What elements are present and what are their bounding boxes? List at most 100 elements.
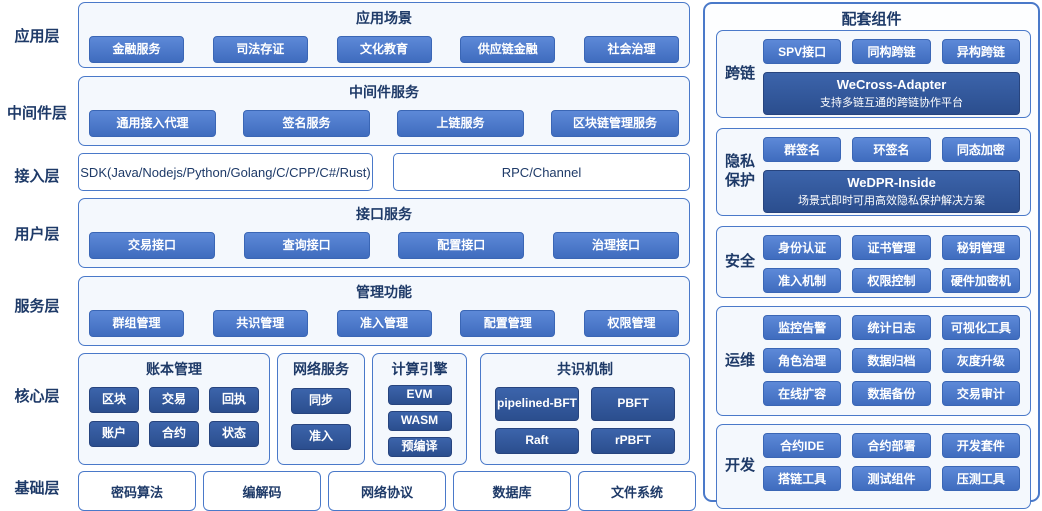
section-row: SPV接口 同构跨链 异构跨链 bbox=[763, 39, 1020, 64]
interface-services-panel: 接口服务 交易接口 查询接口 配置接口 治理接口 bbox=[78, 198, 690, 268]
section-privacy-content: 群签名 环签名 同态加密 WeDPR-Inside 场景式即时可用高效隐私保护解… bbox=[763, 129, 1030, 215]
section-row: 搭链工具 测试组件 压测工具 bbox=[763, 466, 1020, 491]
chip-security: 证书管理 bbox=[852, 235, 931, 260]
chip-ledger: 回执 bbox=[209, 387, 259, 413]
chip-middleware: 签名服务 bbox=[243, 110, 370, 137]
section-row: 合约IDE 合约部署 开发套件 bbox=[763, 433, 1020, 458]
chip-interface: 查询接口 bbox=[243, 232, 370, 259]
chip-operations: 灰度升级 bbox=[941, 348, 1020, 373]
chip-operations: 数据备份 bbox=[852, 381, 931, 406]
chip-development: 开发套件 bbox=[941, 433, 1020, 458]
section-development-label: 开发 bbox=[717, 425, 763, 508]
chip-management: 群组管理 bbox=[89, 310, 184, 337]
section-label-text: 跨链 bbox=[724, 64, 755, 82]
chip-crosschain: 异构跨链 bbox=[941, 39, 1020, 64]
management-row: 群组管理 共识管理 准入管理 配置管理 权限管理 bbox=[79, 310, 689, 337]
middleware-row: 通用接入代理 签名服务 上链服务 区块链管理服务 bbox=[79, 110, 689, 137]
chip-app-scenario: 供应链金融 bbox=[460, 36, 556, 63]
chip-engine: EVM bbox=[387, 385, 452, 405]
wedpr-inside-banner: WeDPR-Inside 场景式即时可用高效隐私保护解决方案 bbox=[763, 170, 1020, 213]
chip-security: 准入机制 bbox=[763, 268, 842, 293]
section-operations-label: 运维 bbox=[717, 307, 763, 415]
companion-panel: 配套组件 跨链 SPV接口 同构跨链 异构跨链 WeCross-Adapter … bbox=[703, 2, 1040, 509]
chip-crosschain: SPV接口 bbox=[763, 39, 842, 64]
app-scenarios-panel: 应用场景 金融服务 司法存证 文化教育 供应链金融 社会治理 bbox=[78, 2, 690, 68]
chip-privacy: 环签名 bbox=[852, 137, 931, 162]
chip-engine: WASM bbox=[387, 411, 452, 431]
section-crosschain-content: SPV接口 同构跨链 异构跨链 WeCross-Adapter 支持多链互通的跨… bbox=[763, 31, 1030, 117]
middleware-title: 中间件服务 bbox=[349, 84, 419, 100]
chip-development: 搭链工具 bbox=[763, 466, 842, 491]
section-row: 群签名 环签名 同态加密 bbox=[763, 137, 1020, 162]
chip-development: 测试组件 bbox=[852, 466, 931, 491]
foundation-box-filesystem: 文件系统 bbox=[578, 471, 696, 511]
chip-operations: 监控告警 bbox=[763, 315, 842, 340]
foundation-box-database: 数据库 bbox=[453, 471, 571, 511]
chip-app-scenario: 文化教育 bbox=[336, 36, 432, 63]
section-crosschain-label: 跨链 bbox=[717, 31, 763, 117]
chip-management: 配置管理 bbox=[460, 310, 556, 337]
chip-operations: 角色治理 bbox=[763, 348, 842, 373]
ledger-title: 账本管理 bbox=[146, 361, 202, 377]
section-development: 开发 合约IDE 合约部署 开发套件 搭链工具 测试组件 压测工具 bbox=[716, 424, 1031, 509]
compute-engine-panel: 计算引擎 EVM WASM 预编译 bbox=[372, 353, 467, 465]
banner-subtitle: 支持多链互通的跨链协作平台 bbox=[820, 97, 963, 109]
chip-operations: 统计日志 bbox=[852, 315, 931, 340]
section-row: 在线扩容 数据备份 交易审计 bbox=[763, 381, 1020, 406]
management-title: 管理功能 bbox=[356, 284, 412, 300]
banner-title: WeDPR-Inside bbox=[847, 175, 936, 190]
section-crosschain: 跨链 SPV接口 同构跨链 异构跨链 WeCross-Adapter 支持多链互… bbox=[716, 30, 1031, 118]
consensus-row: pipelined-BFT PBFT bbox=[481, 387, 689, 421]
chip-app-scenario: 金融服务 bbox=[89, 36, 184, 63]
chip-consensus: rPBFT bbox=[591, 428, 675, 454]
chip-app-scenario: 司法存证 bbox=[212, 36, 308, 63]
ledger-row: 账户 合约 状态 bbox=[79, 421, 269, 447]
consensus-row: Raft rPBFT bbox=[481, 428, 689, 454]
consensus-panel: 共识机制 pipelined-BFT PBFT Raft rPBFT bbox=[480, 353, 690, 465]
layer-label-middleware: 中间件层 bbox=[6, 105, 67, 122]
chip-development: 合约部署 bbox=[852, 433, 931, 458]
chip-security: 硬件加密机 bbox=[941, 268, 1020, 293]
section-operations-content: 监控告警 统计日志 可视化工具 角色治理 数据归档 灰度升级 在线扩容 数据备份… bbox=[763, 307, 1030, 415]
chip-middleware: 区块链管理服务 bbox=[551, 110, 679, 137]
foundation-box-codec: 编解码 bbox=[203, 471, 321, 511]
chip-middleware: 上链服务 bbox=[397, 110, 524, 137]
foundation-box-protocol: 网络协议 bbox=[328, 471, 446, 511]
banner-title: WeCross-Adapter bbox=[836, 77, 947, 92]
layer-label-user: 用户层 bbox=[14, 226, 60, 243]
chip-ledger: 交易 bbox=[149, 387, 199, 413]
chip-privacy: 同态加密 bbox=[941, 137, 1020, 162]
chip-management: 共识管理 bbox=[212, 310, 308, 337]
chip-interface: 配置接口 bbox=[398, 232, 525, 259]
chip-operations: 交易审计 bbox=[941, 381, 1020, 406]
chip-middleware: 通用接入代理 bbox=[89, 110, 216, 137]
wecross-adapter-banner: WeCross-Adapter 支持多链互通的跨链协作平台 bbox=[763, 72, 1020, 115]
network-service-title: 网络服务 bbox=[293, 361, 349, 377]
chip-network: 同步 bbox=[291, 388, 351, 414]
middleware-panel: 中间件服务 通用接入代理 签名服务 上链服务 区块链管理服务 bbox=[78, 76, 690, 146]
chip-management: 权限管理 bbox=[584, 310, 679, 337]
chip-consensus: PBFT bbox=[591, 387, 675, 421]
section-security-content: 身份认证 证书管理 秘钥管理 准入机制 权限控制 硬件加密机 bbox=[763, 227, 1030, 297]
section-row: 身份认证 证书管理 秘钥管理 bbox=[763, 235, 1020, 260]
chip-development: 合约IDE bbox=[763, 433, 842, 458]
chip-interface: 治理接口 bbox=[552, 232, 679, 259]
chip-security: 身份认证 bbox=[763, 235, 842, 260]
section-security-label: 安全 bbox=[717, 227, 763, 297]
chip-consensus: pipelined-BFT bbox=[495, 387, 579, 421]
sdk-box: SDK(Java/Nodejs/Python/Golang/C/CPP/C#/R… bbox=[78, 153, 373, 191]
layer-label-foundation: 基础层 bbox=[14, 480, 60, 497]
section-label-text: 安全 bbox=[724, 252, 755, 270]
section-row: 准入机制 权限控制 硬件加密机 bbox=[763, 268, 1020, 293]
app-scenarios-row: 金融服务 司法存证 文化教育 供应链金融 社会治理 bbox=[79, 36, 689, 63]
network-service-panel: 网络服务 同步 准入 bbox=[277, 353, 365, 465]
rpc-channel-box: RPC/Channel bbox=[393, 153, 690, 191]
chip-interface: 交易接口 bbox=[89, 232, 215, 259]
compute-engine-title: 计算引擎 bbox=[391, 361, 448, 377]
chip-privacy: 群签名 bbox=[763, 137, 842, 162]
chip-ledger: 账户 bbox=[89, 421, 139, 447]
section-row: 角色治理 数据归档 灰度升级 bbox=[763, 348, 1020, 373]
ledger-row: 区块 交易 回执 bbox=[79, 387, 269, 413]
section-label-text: 运维 bbox=[724, 351, 755, 369]
chip-ledger: 区块 bbox=[89, 387, 139, 413]
